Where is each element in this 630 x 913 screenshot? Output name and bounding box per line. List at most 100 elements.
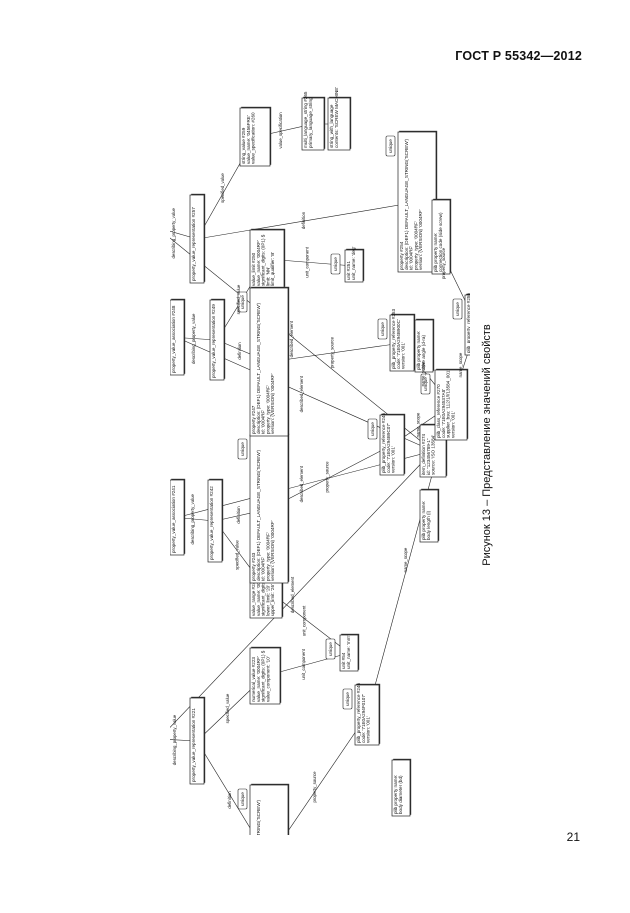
unique-marker: unique: [330, 253, 341, 275]
svg-text:unique: unique: [333, 257, 338, 271]
relation-label: described_element: [299, 375, 304, 412]
entity-line: version: '001': [450, 411, 455, 438]
entity-line: value_name: '0004RF': [256, 656, 261, 702]
entity-line: connection code (side screw): [438, 212, 443, 272]
entity-line: numerical_value #223: [251, 657, 256, 702]
entity-line: version: (VERSION) '0004RF': [418, 209, 423, 270]
relation-label: unit_component: [305, 246, 310, 277]
relation-label: definition: [301, 211, 306, 229]
entity-line: property_type: '0004RF': [265, 385, 270, 434]
entity-line: description: (DEF1) DEFAULT_LANGUAGE_STR…: [404, 138, 409, 270]
entity-line: id: '0004RF': [261, 410, 266, 434]
entity-line: id: '0004RF': [409, 246, 414, 270]
entity-line: value_component: '10': [265, 656, 270, 702]
entity-line: upper_limit: '26': [270, 584, 275, 616]
relation-label: name_scope: [421, 361, 426, 386]
connector-pvr_2-property_d: [196, 201, 418, 240]
entity-line: property_value_representation #249: [211, 304, 216, 378]
entity-line: property_value_representation #242: [209, 486, 214, 560]
connector-pvr_0-property_a: [196, 740, 255, 835]
entity-line: code: '71E0A294B900C': [396, 319, 401, 369]
relation-label: described_element: [290, 576, 295, 613]
document-header: ГОСТ Р 55342—2012: [455, 49, 582, 63]
entity-line: significant_digits: (0P1) $: [261, 564, 266, 616]
entity-pvr-1: property_value_representation #242: [207, 478, 224, 563]
svg-text:unique: unique: [423, 377, 428, 391]
entity-line: plib_property_reference #245: [381, 413, 386, 473]
relation-label: describing_property_value: [172, 714, 177, 765]
relation-label: property_source: [325, 461, 330, 493]
svg-text:unique: unique: [380, 322, 385, 336]
connector-item_definition-pva_0: [170, 450, 434, 728]
entity-pvr-0: property_value_representation #221: [189, 696, 206, 785]
svg-text:unique: unique: [240, 792, 245, 806]
entity-line: limit_qualifier: 'B': [270, 252, 275, 286]
entity-line: id: '0004RF': [261, 557, 266, 581]
relation-label: describing_property_value: [190, 493, 195, 544]
entity-line: item_definition #274: [421, 433, 426, 475]
entity-note-a: plib property name:body diameter (bd): [391, 758, 412, 817]
relation-label: definition: [236, 506, 241, 524]
relation-label: definition: [237, 342, 242, 360]
entity-line: unit #54: [341, 652, 346, 669]
entity-note-c: plib property name:drive angle (d-ra): [414, 318, 435, 373]
entity-line: property_type: '0004RF': [265, 532, 270, 581]
entity-line: description: (DEF1) DEFAULT_LANGUAGE_STR…: [256, 449, 261, 581]
relation-label: property_source: [312, 771, 317, 803]
entity-line: plib property name:: [393, 775, 398, 814]
unique-marker: unique: [237, 438, 248, 460]
svg-text:unique: unique: [388, 139, 393, 153]
relation-label: property_source: [330, 336, 335, 368]
relation-label: specified_value: [235, 540, 240, 570]
entity-line: value_name: '0456FRE': [246, 115, 251, 164]
entity-line: property_value_representation #221: [191, 708, 196, 782]
entity-line: description: (DEF1) DEFAULT_LANGUAGE_STR…: [256, 799, 261, 835]
relation-label: describing_property_value: [171, 207, 176, 258]
entity-line: primary_language_string: [308, 97, 313, 148]
unique-marker: unique: [385, 135, 396, 157]
unique-marker: unique: [237, 788, 248, 810]
unique-marker: unique: [420, 373, 431, 395]
entity-pvr-2: property_value_representation #257: [189, 193, 206, 284]
entity-line: body length (l): [426, 510, 431, 540]
entity-line: property_type: '0004RF': [413, 221, 418, 270]
entity-line: value_limit #250: [251, 252, 256, 286]
entity-note-b: plib property name:body length (l): [419, 488, 440, 543]
unique-marker: unique: [367, 418, 378, 440]
entity-line: version: '001': [391, 446, 396, 473]
svg-text:unique: unique: [455, 302, 460, 316]
entity-line: source: 'ISO 13584': [431, 435, 436, 475]
entity-line: code: '71E0A294F0107': [361, 694, 366, 743]
entity-line: property #243: [251, 552, 256, 581]
unique-marker: unique: [237, 291, 248, 313]
entity-pva-3: property_value_association #248: [170, 298, 186, 376]
figure-caption: Рисунок 13 – Представление значений свой…: [481, 324, 493, 566]
relation-label: name_scope: [403, 547, 408, 572]
relation-label: property_source: [441, 247, 446, 279]
entity-line: plib property name:: [416, 331, 421, 370]
entity-line: unit_name: 'mm': [346, 635, 351, 669]
entity-line: value_range #244: [251, 579, 256, 616]
entity-line: id: "123456789-1": [426, 438, 431, 475]
unique-marker: unique: [342, 688, 353, 710]
entity-line: code: '71E0A294537A8': [441, 389, 446, 438]
entity-line: unit #251: [346, 261, 351, 280]
entity-line: plib property name:: [433, 233, 438, 272]
entity-line: plib property name:: [421, 501, 426, 540]
relation-label: specified_value: [236, 284, 241, 314]
entity-line: significant_digits: (0P1) $: [261, 234, 266, 286]
connector-property_b-plib_ref_b: [268, 444, 393, 510]
entity-line: lower_limit: '20': [265, 585, 270, 616]
entity-line: string_value #259: [241, 127, 246, 164]
entity-line: property_value_association #241: [171, 485, 176, 553]
